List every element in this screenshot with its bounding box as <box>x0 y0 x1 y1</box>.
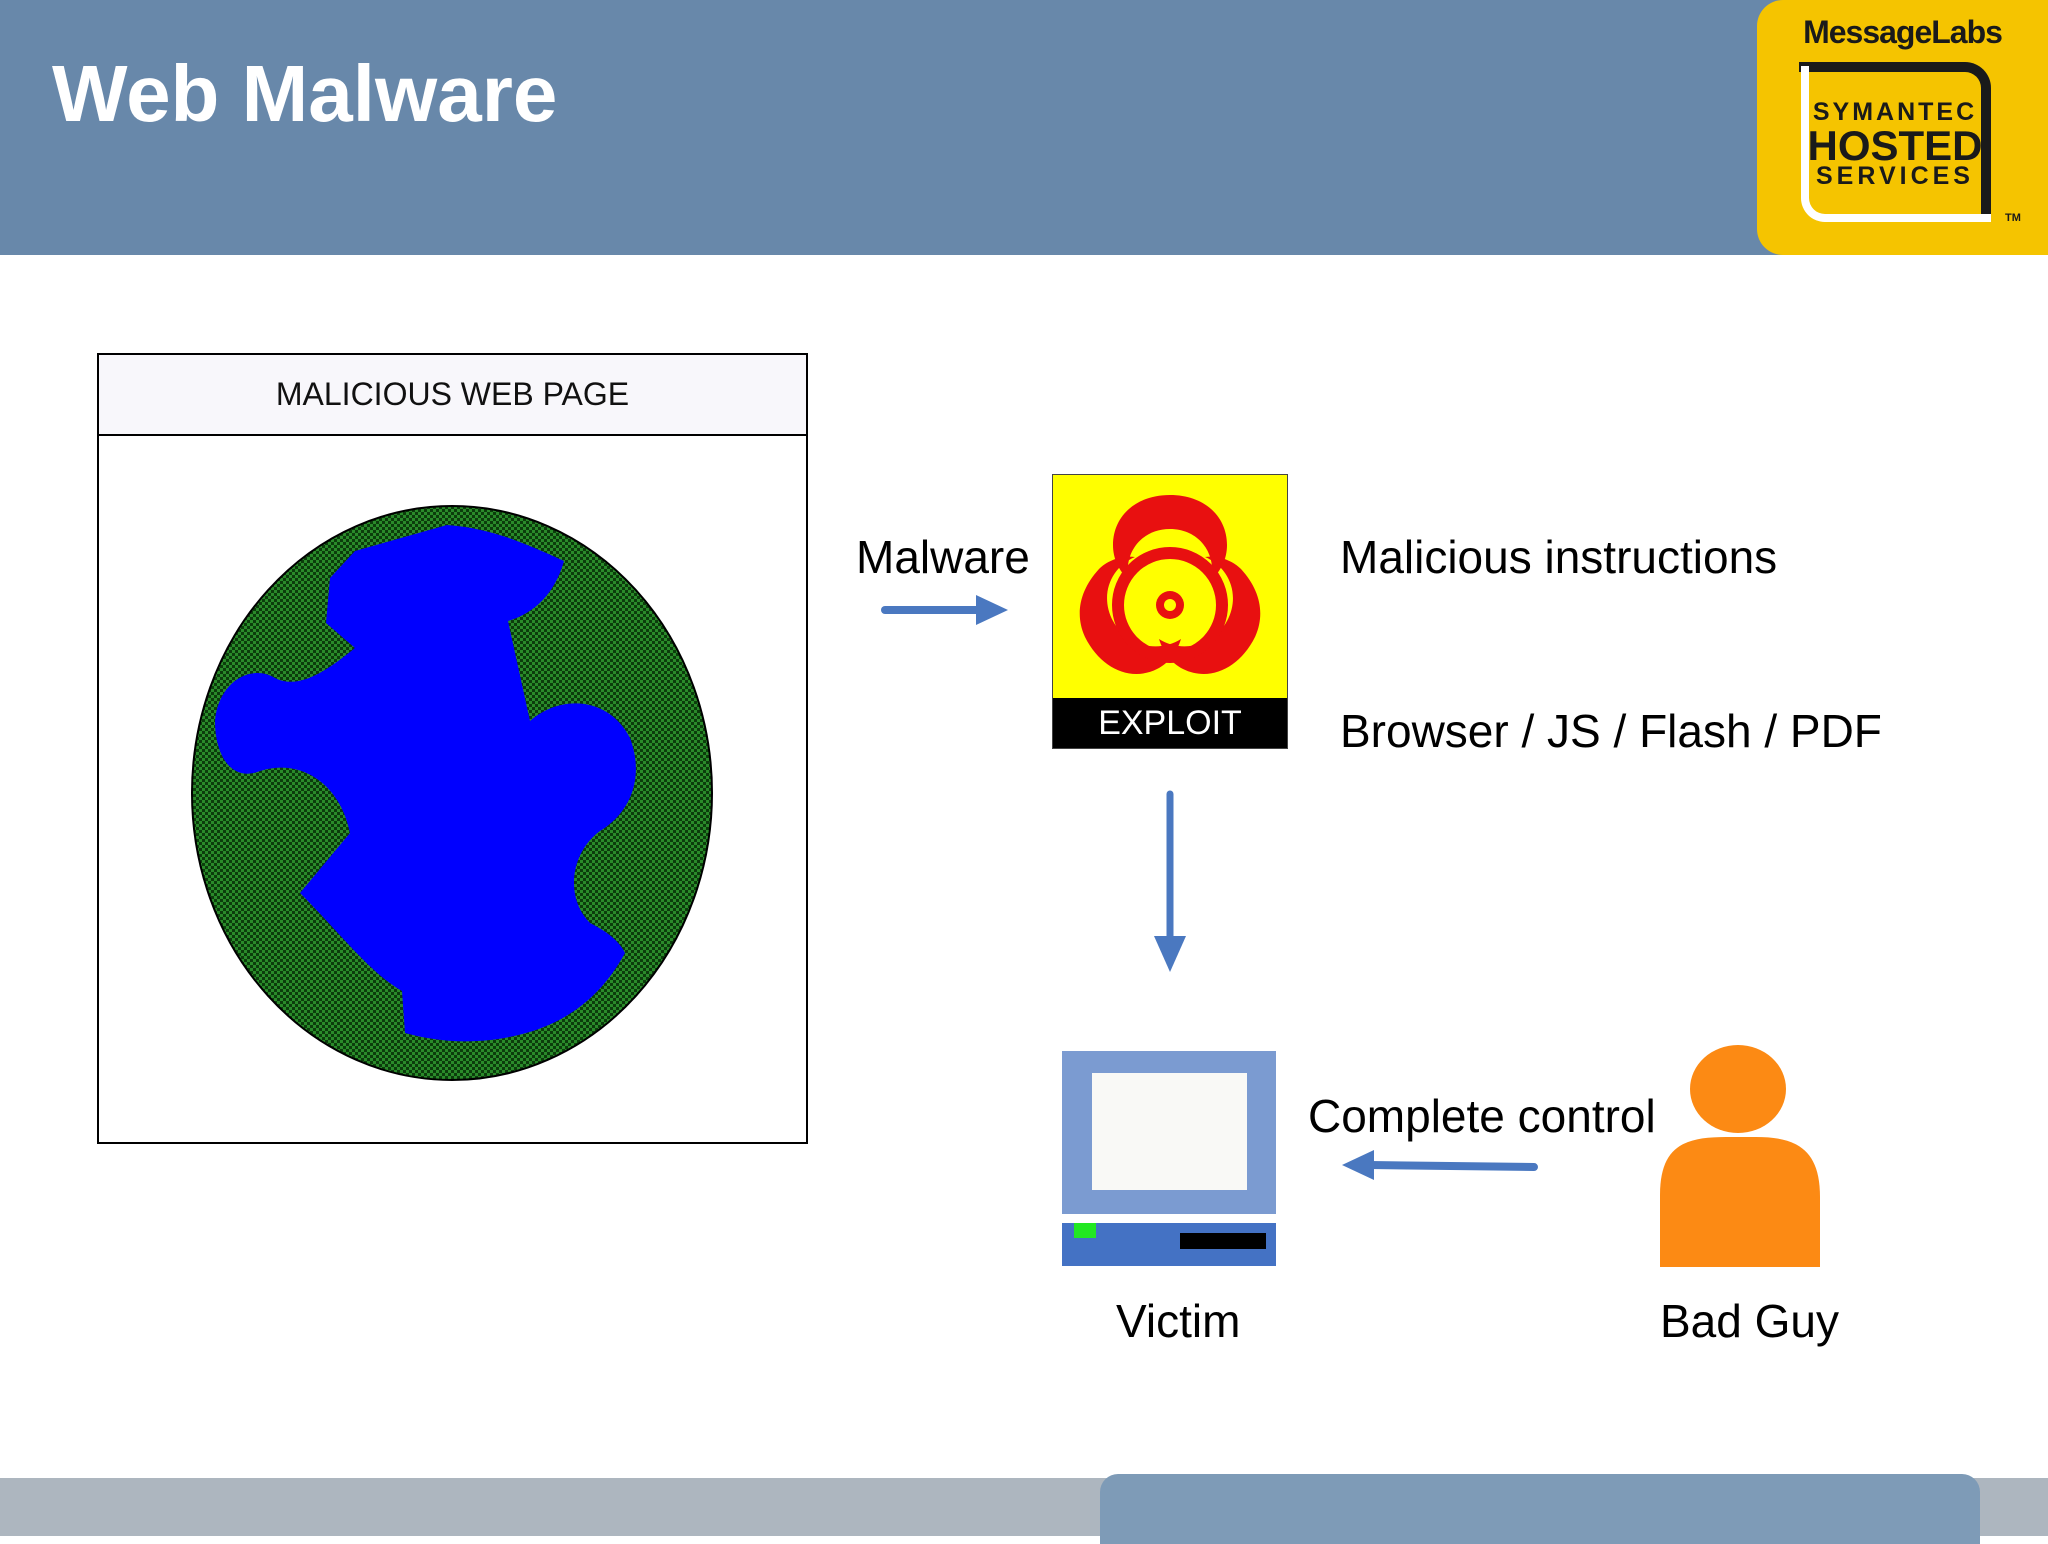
down-arrow-icon <box>1154 790 1186 972</box>
logo-line3: SERVICES <box>1816 162 1974 190</box>
malware-arrow-icon <box>881 595 1008 625</box>
globe-icon <box>191 505 713 1081</box>
slide-title: Web Malware <box>52 49 558 138</box>
exploit-box: EXPLOIT <box>1052 474 1288 749</box>
person-icon <box>1660 1045 1820 1267</box>
logo-line1: SYMANTEC <box>1812 98 1978 126</box>
exploit-label: EXPLOIT <box>1053 698 1287 748</box>
logo-brand: MessageLabs <box>1803 14 2003 50</box>
page-box-label: MALICIOUS WEB PAGE <box>99 355 806 436</box>
logo-line2: HOSTED <box>1807 122 1983 169</box>
malicious-instructions-label: Malicious instructions <box>1340 531 1778 583</box>
malware-label: Malware <box>856 531 1030 583</box>
attack-vectors-label: Browser / JS / Flash / PDF <box>1340 705 1882 757</box>
logo-trademark: TM <box>2005 212 2021 224</box>
logo-frame <box>1799 62 1991 220</box>
slide-header <box>0 0 2048 255</box>
computer-icon <box>1062 1051 1276 1266</box>
logo-inner-frame <box>1801 66 1991 222</box>
biohazard-icon <box>1079 495 1261 674</box>
complete-control-label: Complete control <box>1308 1090 1656 1142</box>
footer-tab <box>1100 1474 1980 1544</box>
control-arrow-icon <box>1342 1150 1538 1180</box>
victim-label: Victim <box>1116 1295 1241 1347</box>
bad-guy-label: Bad Guy <box>1660 1295 1839 1347</box>
